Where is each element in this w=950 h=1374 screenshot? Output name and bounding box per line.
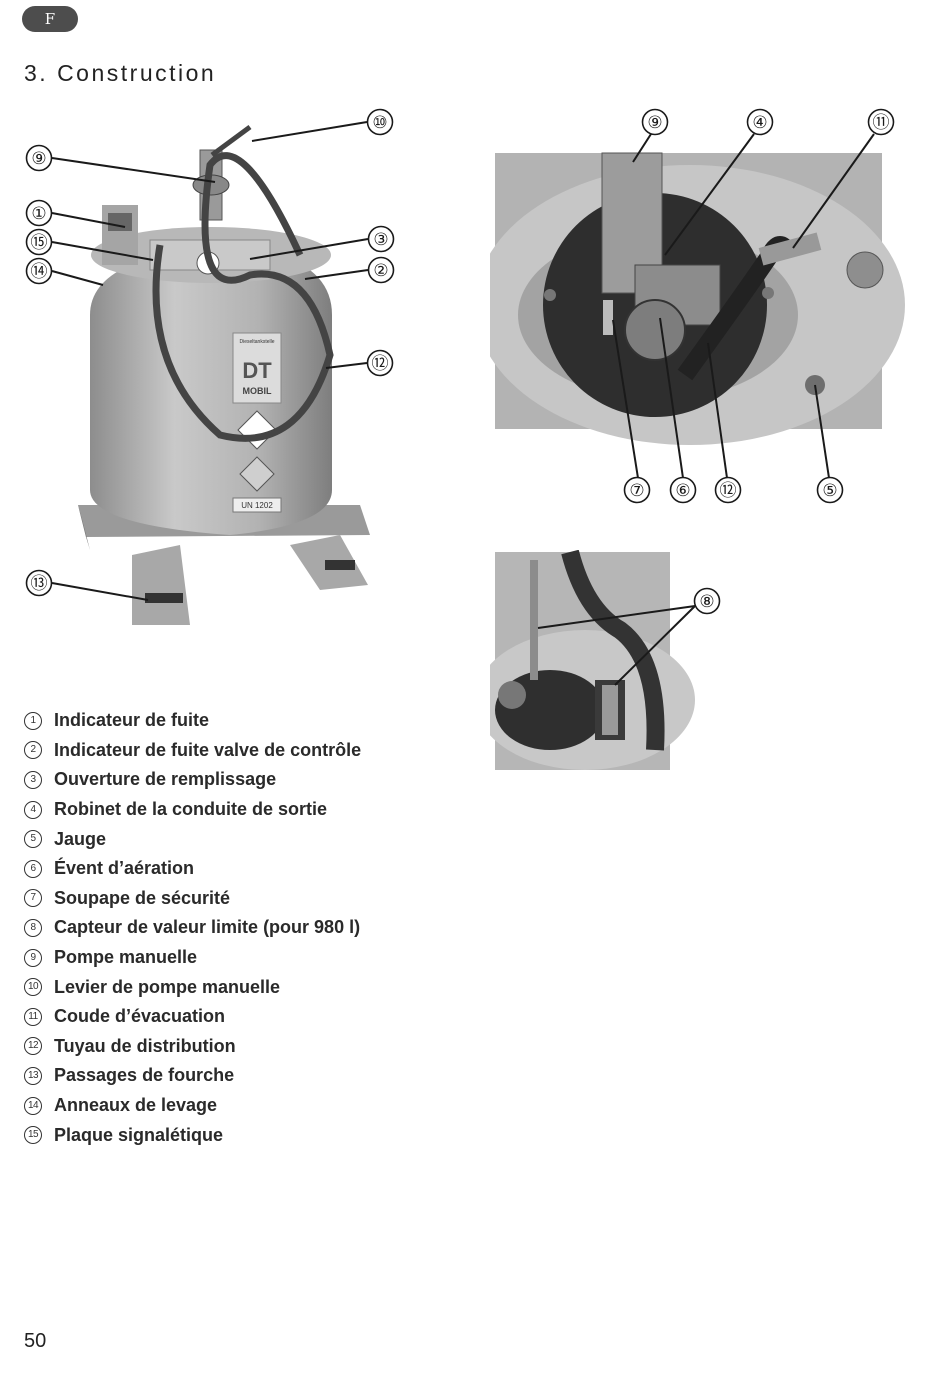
language-tab: F: [22, 6, 78, 32]
callout-3: ③: [367, 225, 395, 253]
legend-number: 6: [24, 859, 42, 878]
legend-label: Levier de pompe manuelle: [54, 976, 281, 997]
legend-number: 11: [24, 1007, 42, 1026]
un-plate: UN 1202: [241, 501, 273, 510]
legend-item: 4 Robinet de la conduite de sortie: [24, 795, 361, 825]
legend-number: 14: [24, 1096, 42, 1115]
legend-number: 13: [24, 1066, 42, 1085]
legend-number: 7: [24, 889, 42, 908]
legend-label: Tuyau de distribution: [54, 1035, 236, 1056]
svg-text:⑧: ⑧: [699, 592, 714, 611]
closeup-callout-7: ⑦: [623, 476, 651, 504]
svg-text:⑬: ⑬: [31, 574, 48, 593]
callout-12: ⑫: [366, 349, 394, 377]
legend-label: Pompe manuelle: [54, 947, 198, 968]
legend-item: 5 Jauge: [24, 824, 361, 854]
legend-label: Indicateur de fuite valve de contrôle: [54, 739, 362, 760]
svg-text:⑨: ⑨: [31, 149, 46, 168]
legend-label: Anneaux de levage: [54, 1095, 218, 1116]
legend-item: 3 Ouverture de remplissage: [24, 765, 361, 795]
closeup-leaders: [612, 133, 875, 479]
legend-label: Plaque signalétique: [54, 1124, 224, 1145]
legend-number: 3: [24, 770, 42, 789]
closeup-callout-5: ⑤: [816, 476, 844, 504]
legend-number: 10: [24, 978, 42, 997]
sensor-callout-8: ⑧: [693, 587, 721, 615]
legend-item: 1 Indicateur de fuite: [24, 706, 361, 736]
tank-figure: Dieseltankstelle DT MOBIL UN 1202 ⑩ ⑨ ① …: [25, 108, 395, 625]
svg-text:⑫: ⑫: [372, 354, 389, 373]
legend-number: 1: [24, 711, 42, 730]
svg-text:⑪: ⑪: [873, 113, 890, 132]
callout-15: ⑮: [25, 228, 53, 256]
svg-text:⑤: ⑤: [822, 481, 837, 500]
svg-text:⑨: ⑨: [647, 113, 662, 132]
hand-pump: [192, 124, 252, 221]
svg-text:①: ①: [31, 204, 46, 223]
closeup-callout-9: ⑨: [641, 108, 669, 136]
legend-item: 13 Passages de fourche: [24, 1061, 361, 1091]
legend-item: 6 Évent d’aération: [24, 854, 361, 884]
legend-label: Indicateur de fuite: [54, 710, 210, 731]
legend-label: Capteur de valeur limite (pour 980 l): [54, 917, 361, 938]
legend-label: Passages de fourche: [54, 1065, 235, 1086]
callout-9: ⑨: [25, 144, 53, 172]
legend-label: Soupape de sécurité: [54, 887, 231, 908]
legend-item: 7 Soupape de sécurité: [24, 884, 361, 914]
legend-item: 2 Indicateur de fuite valve de contrôle: [24, 736, 361, 766]
section-title: 3. Construction: [24, 60, 217, 86]
legend-number: 12: [24, 1037, 42, 1056]
legend-label: Évent d’aération: [54, 858, 195, 879]
legend-number: 5: [24, 830, 42, 849]
legend-item: 12 Tuyau de distribution: [24, 1032, 361, 1062]
legend-number: 9: [24, 948, 42, 967]
tank-leaders: [51, 121, 369, 601]
legend-label: Coude d’évacuation: [54, 1006, 226, 1027]
legend-item: 10 Levier de pompe manuelle: [24, 972, 361, 1002]
legend-number: 15: [24, 1126, 42, 1145]
legend-label: Jauge: [54, 828, 107, 849]
parts-legend: 1 Indicateur de fuite 2 Indicateur de fuit…: [24, 706, 361, 1150]
svg-text:④: ④: [752, 113, 767, 132]
closeup-callout-11: ⑪: [867, 108, 895, 136]
svg-text:③: ③: [373, 230, 388, 249]
legend-number: 8: [24, 918, 42, 937]
closeup-callout-6: ⑥: [669, 476, 697, 504]
callout-14: ⑭: [25, 257, 53, 285]
closeup-callout-4: ④: [746, 108, 774, 136]
sensor-closeup-figure: ⑧: [490, 550, 721, 770]
dispensing-hose: [152, 152, 334, 442]
callout-13: ⑬: [25, 569, 53, 597]
tank-brand-sub: MOBIL: [243, 386, 272, 396]
callout-2: ②: [367, 256, 395, 284]
page-number: 50: [24, 1330, 47, 1352]
tank-brand: DT: [242, 358, 272, 383]
svg-text:⑮: ⑮: [31, 233, 48, 252]
svg-text:⑥: ⑥: [675, 481, 690, 500]
svg-text:⑩: ⑩: [372, 113, 387, 132]
callout-1: ①: [25, 199, 53, 227]
legend-item: 15 Plaque signalétique: [24, 1120, 361, 1150]
legend-item: 11 Coude d’évacuation: [24, 1002, 361, 1032]
svg-text:⑭: ⑭: [31, 262, 48, 281]
svg-text:②: ②: [373, 261, 388, 280]
legend-item: 8 Capteur de valeur limite (pour 980 l): [24, 913, 361, 943]
legend-label: Robinet de la conduite de sortie: [54, 799, 328, 820]
closeup-callout-12: ⑫: [714, 476, 742, 504]
svg-text:⑦: ⑦: [629, 481, 644, 500]
legend-item: 9 Pompe manuelle: [24, 943, 361, 973]
callout-10: ⑩: [366, 108, 394, 136]
svg-text:⑫: ⑫: [720, 481, 737, 500]
top-closeup-figure: ⑨ ④ ⑪ ⑦ ⑥ ⑫ ⑤: [490, 108, 905, 504]
legend-number: 2: [24, 741, 42, 760]
legend-number: 4: [24, 800, 42, 819]
legend-item: 14 Anneaux de levage: [24, 1091, 361, 1121]
legend-label: Ouverture de remplissage: [54, 769, 277, 790]
tank-brand-small: Dieseltankstelle: [239, 339, 274, 345]
